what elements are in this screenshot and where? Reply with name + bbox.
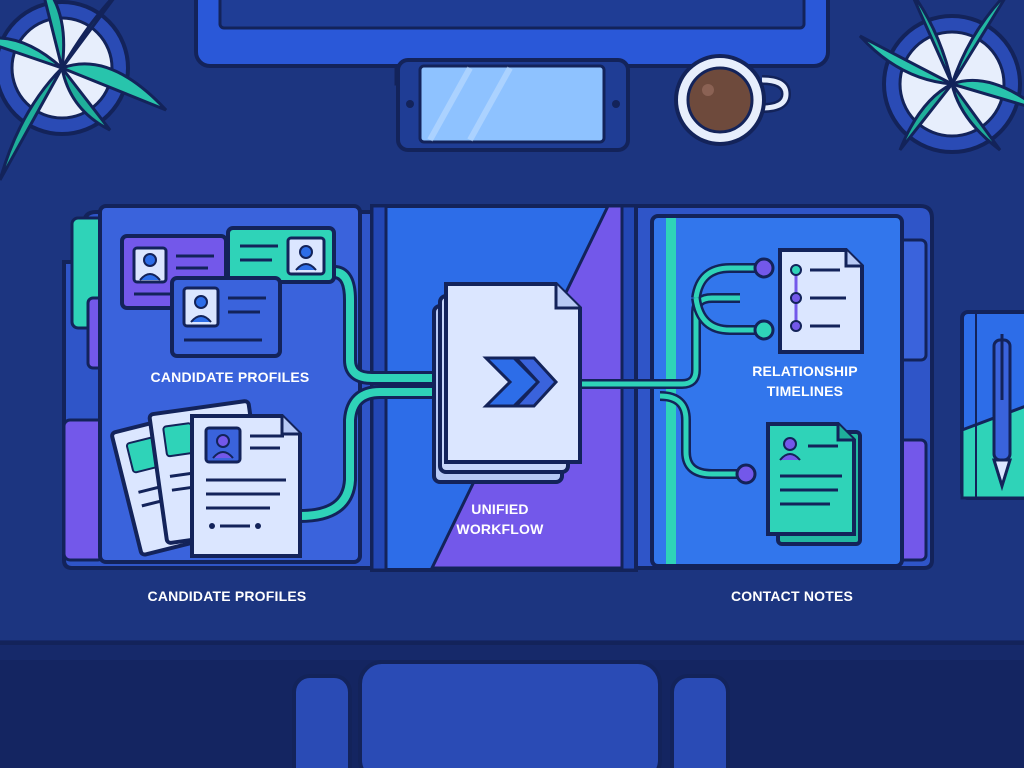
unified-workflow-label: UNIFIED WORKFLOW: [440, 499, 560, 539]
double-chevron-icon: [482, 356, 559, 408]
phone-icon: [396, 58, 630, 152]
unified-workflow-line2: WORKFLOW: [456, 521, 544, 537]
contact-notes-caption: CONTACT NOTES: [730, 588, 854, 604]
coffee-mug-icon: [674, 54, 792, 146]
unified-workflow-line1: UNIFIED: [471, 501, 529, 517]
profile-card-icon: [170, 276, 282, 358]
relationship-timelines-label: RELATIONSHIP TIMELINES: [740, 361, 870, 401]
resume-document-icon: [110, 399, 302, 558]
relationship-timelines-line2: TIMELINES: [766, 383, 844, 399]
plant-icon: [858, 0, 1024, 154]
candidate-profiles-caption: CANDIDATE PROFILES: [147, 588, 307, 604]
flow-connectors: [299, 257, 775, 523]
candidate-profiles-label: CANDIDATE PROFILES: [150, 369, 310, 385]
timeline-document-icon: [778, 248, 864, 354]
chair-icon: [292, 660, 730, 768]
contact-note-icon: [766, 422, 862, 546]
plant-icon: [0, 0, 168, 181]
profile-card-icon: [226, 226, 336, 284]
pen-icon: [991, 334, 1013, 492]
relationship-timelines-line1: RELATIONSHIP: [752, 363, 858, 379]
